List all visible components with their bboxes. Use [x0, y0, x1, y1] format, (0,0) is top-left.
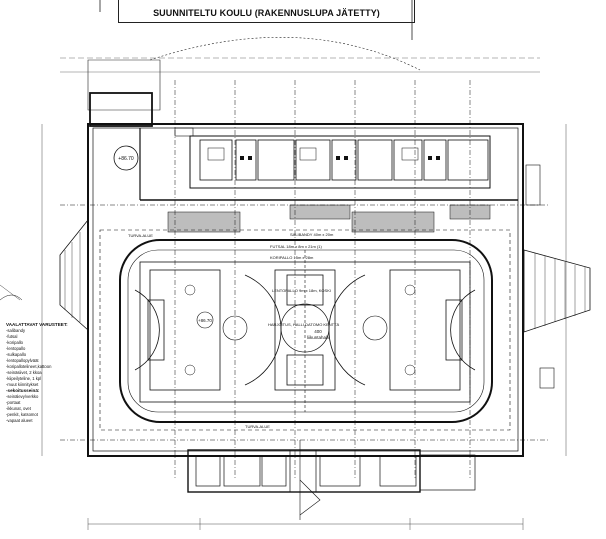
level-mark-hall: +86.70 [198, 318, 212, 323]
legend-item: -portaat [6, 400, 21, 405]
label-lentopallo: LENTOPALLO 9m x 18m, KOSKI [272, 288, 331, 293]
legend-heading: VAALATTAVAT VARUSTEET: [6, 322, 68, 327]
legend-item: -penkit, katsomot [6, 412, 38, 417]
legend-item: -salibandy [6, 328, 26, 333]
legend-item: -muut kiinnitykset [6, 382, 39, 387]
legend-item: -lentopallo [6, 346, 26, 351]
drawing-title: SUUNNITELTU KOULU (RAKENNUSLUPA JÄTETTY) [153, 8, 380, 18]
hall-number: 400 [314, 329, 322, 334]
legend-item: -kiipeilyteline, 1 kpl [6, 376, 42, 381]
label-futsal: FUTSAL 18m x 8m x 21m (1) [270, 244, 323, 249]
legend-item: -ikkunat, ovet [6, 406, 31, 411]
label-koripallo: KORIPALLO 15m x 28m [270, 255, 314, 260]
hall-name: liikuntahalli [307, 335, 329, 340]
legend-item: -sulkapallo [6, 352, 27, 357]
label-harjoitus: HARJOITUS, HALLI DATOMO KENTTÄ [268, 322, 340, 327]
legend-item: -futsal [6, 334, 18, 339]
label-turva-bottom: TURVA-ALUE [245, 424, 270, 429]
level-mark-left: +86.70 [118, 156, 134, 162]
legend-item: -seinälevy/verkko [6, 394, 39, 399]
legend-item: -koripallo [6, 340, 23, 345]
equipment-legend: VAALATTAVAT VARUSTEET: -salibandy -futsa… [6, 322, 94, 424]
title-block: SUUNNITELTU KOULU (RAKENNUSLUPA JÄTETTY) [118, 0, 415, 23]
legend-item: -vapaat alueet [6, 418, 33, 423]
legend-item: -seinäsiivet, 2 kkoa [6, 370, 42, 375]
label-turva-top: TURVA-ALUE [128, 233, 153, 238]
legend-item: -koripallotelineet,kattoon [6, 364, 52, 369]
legend-item: -lentopallopylväät [6, 358, 39, 363]
label-salibandy: SALIBANDY 40m x 20m [290, 232, 334, 237]
legend-heading-2: -sekoitusseinä: [6, 388, 40, 393]
